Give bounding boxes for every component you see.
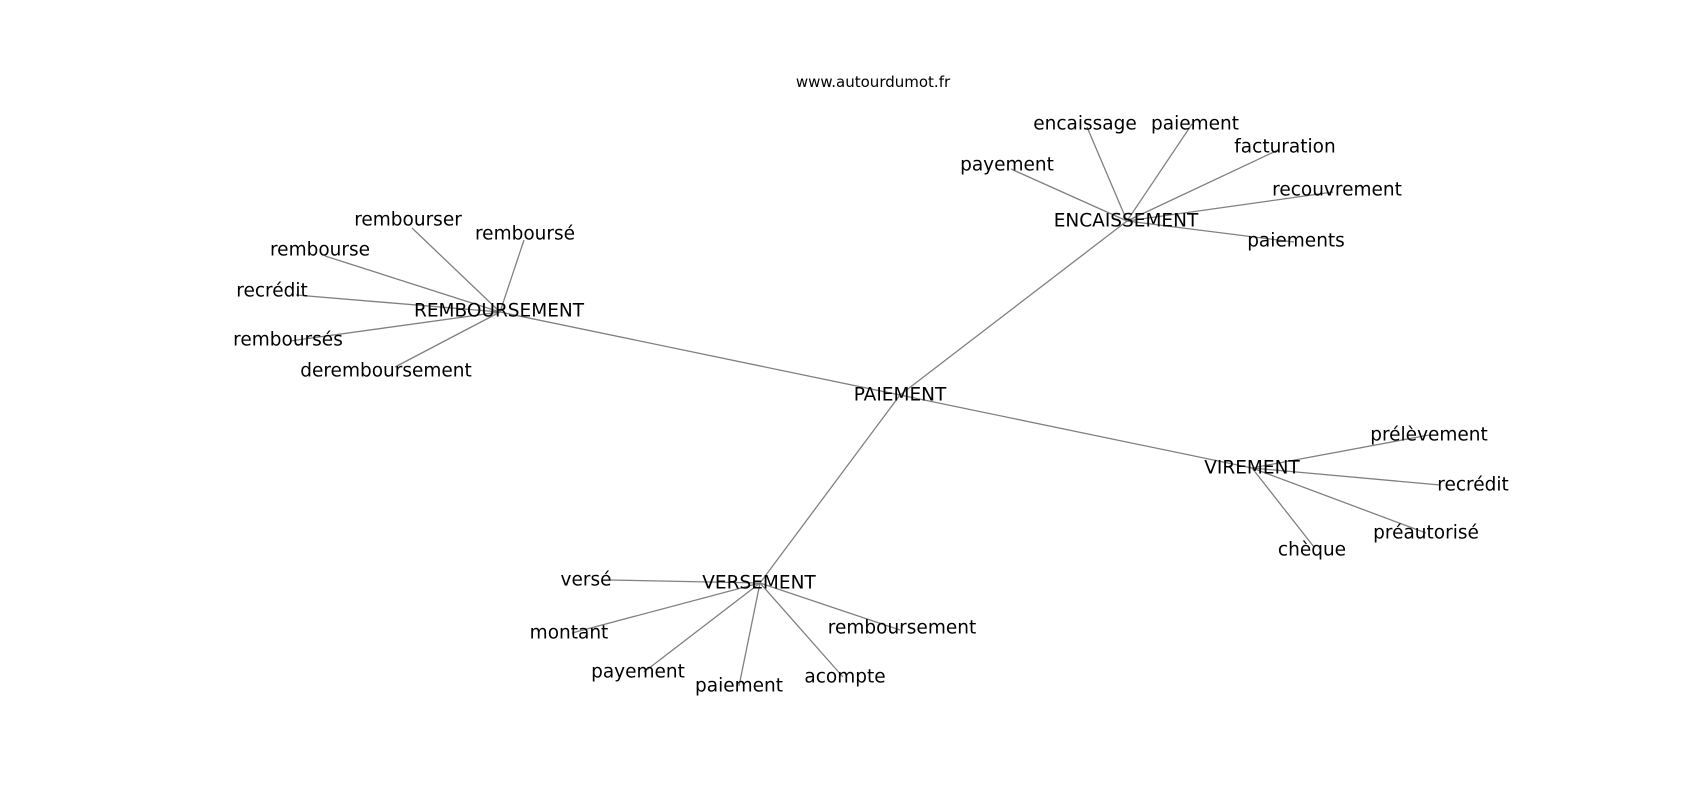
leaf-node[interactable]: rembourse xyxy=(270,240,370,261)
edge-virement-leaf xyxy=(1251,467,1315,548)
leaf-node[interactable]: prélèvement xyxy=(1370,425,1488,446)
edge-versement-leaf xyxy=(643,582,761,673)
leaf-node[interactable]: paiements xyxy=(1247,231,1345,252)
leaf-node[interactable]: paiement xyxy=(1151,114,1239,135)
edge-encaissement-leaf xyxy=(1126,220,1295,243)
leaf-node[interactable]: encaissage xyxy=(1033,114,1137,135)
leaf-node[interactable]: versé xyxy=(561,570,612,591)
edge-virement-leaf xyxy=(1251,467,1427,534)
edge-encaissement-leaf xyxy=(1086,126,1128,222)
leaf-node[interactable]: recrédit xyxy=(236,281,307,302)
edge-encaissement-leaf xyxy=(1010,168,1128,222)
edge-center-encaissement xyxy=(899,220,1128,396)
edge-center-virement xyxy=(899,394,1253,469)
hub-node-encaissement[interactable]: ENCAISSEMENT xyxy=(1054,211,1199,232)
edge-versement-leaf xyxy=(608,579,761,584)
edge-encaissement-leaf xyxy=(1126,191,1334,222)
leaf-node[interactable]: remboursé xyxy=(475,224,575,245)
edge-encaissement-leaf xyxy=(1126,123,1193,222)
edge-versement-leaf xyxy=(571,582,761,634)
edge-versement-leaf xyxy=(759,582,901,631)
leaf-node[interactable]: recrédit xyxy=(1437,475,1508,496)
edge-remboursement-leaf xyxy=(499,239,525,313)
leaf-node[interactable]: montant xyxy=(530,623,609,644)
hub-node-versement[interactable]: VERSEMENT xyxy=(702,573,816,594)
edge-virement-leaf xyxy=(1251,467,1441,486)
edge-center-remboursement xyxy=(499,311,901,396)
leaf-node[interactable]: préautorisé xyxy=(1373,523,1479,544)
edge-encaissement-leaf xyxy=(1126,149,1279,222)
leaf-node[interactable]: payement xyxy=(591,662,685,683)
edge-remboursement-leaf xyxy=(394,311,501,368)
edge-versement-leaf xyxy=(759,582,844,678)
hub-node-remboursement[interactable]: REMBOURSEMENT xyxy=(414,301,585,322)
leaf-node[interactable]: facturation xyxy=(1234,137,1335,158)
leaf-node[interactable]: remboursement xyxy=(828,618,976,639)
edge-remboursement-leaf xyxy=(411,227,501,313)
leaf-node[interactable]: rembourser xyxy=(354,210,462,231)
leaf-node[interactable]: remboursés xyxy=(233,330,343,351)
hub-node-virement[interactable]: VIREMENT xyxy=(1204,458,1300,479)
edge-remboursement-leaf xyxy=(324,255,501,313)
leaf-node[interactable]: recouvrement xyxy=(1272,180,1402,201)
labels-layer: PAIEMENT REMBOURSEMENT rembourser remboursé… xyxy=(233,114,1509,697)
edge-virement-leaf xyxy=(1251,434,1430,469)
edge-center-versement xyxy=(759,394,901,584)
center-node[interactable]: PAIEMENT xyxy=(854,385,947,406)
leaf-node[interactable]: payement xyxy=(960,155,1054,176)
leaf-node[interactable]: chèque xyxy=(1278,540,1346,561)
edge-remboursement-leaf xyxy=(289,311,501,342)
edge-remboursement-leaf xyxy=(295,294,501,313)
edge-versement-leaf xyxy=(738,582,761,687)
source-url[interactable]: www.autourdumot.fr xyxy=(796,73,951,91)
leaf-node[interactable]: deremboursement xyxy=(300,361,472,382)
leaf-node[interactable]: acompte xyxy=(804,667,885,688)
edges-layer xyxy=(289,123,1441,687)
leaf-node[interactable]: paiement xyxy=(695,676,783,697)
